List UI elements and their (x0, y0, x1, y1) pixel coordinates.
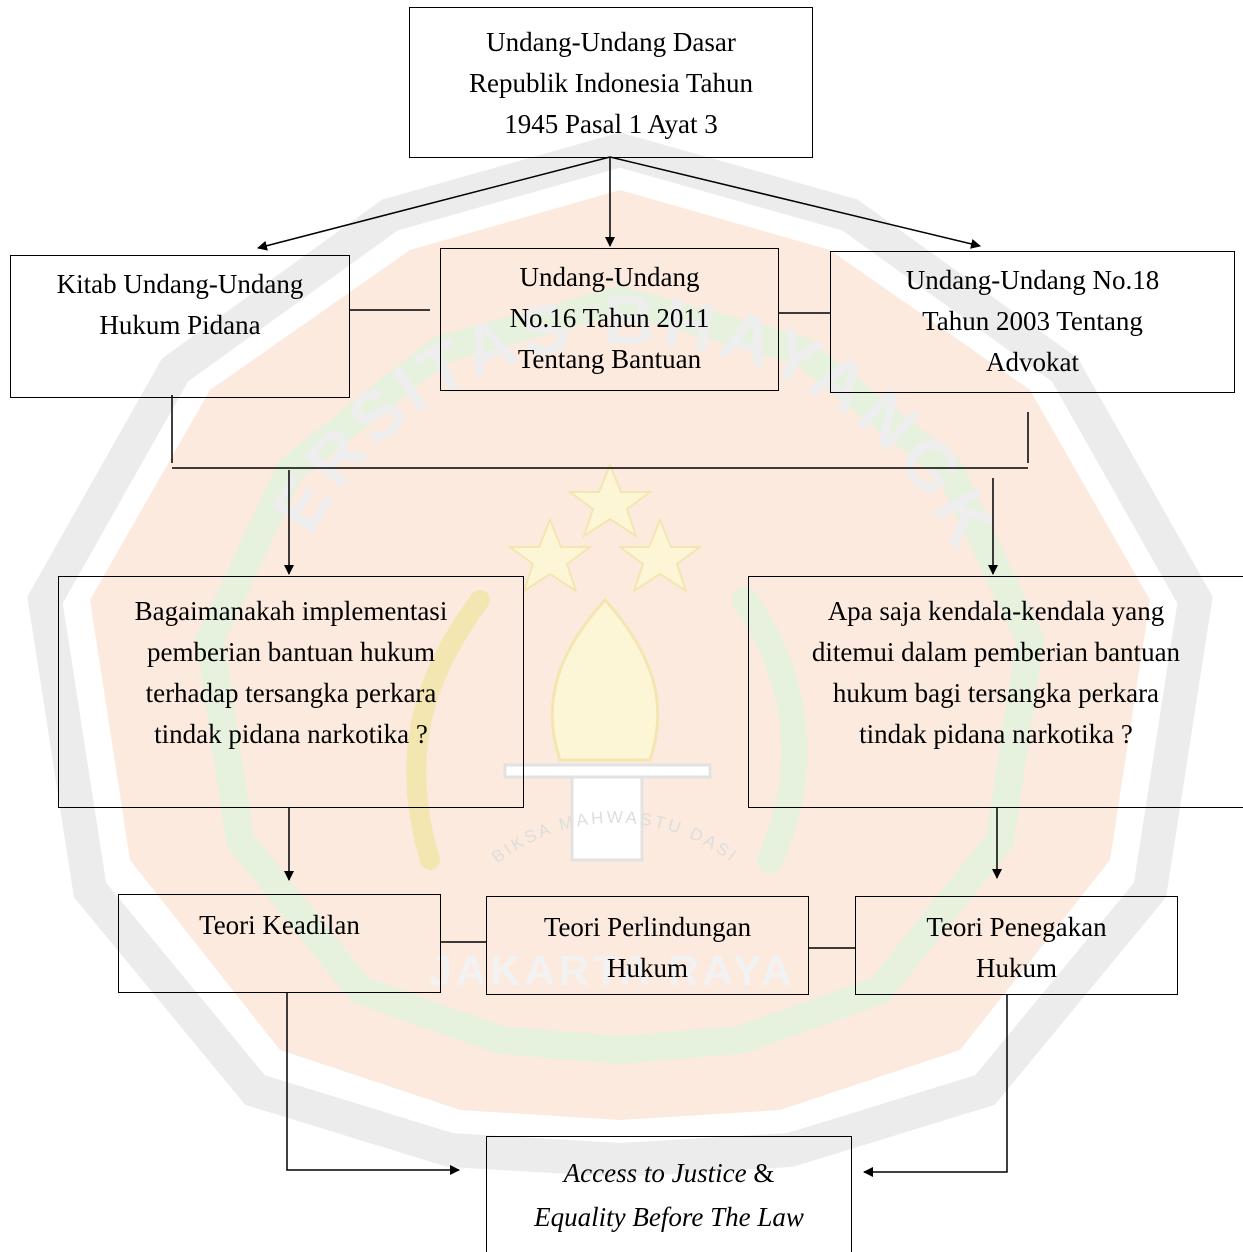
node-kuhp-text: Kitab Undang-Undang Hukum Pidana (56, 269, 304, 340)
node-teori-penegakan: Teori Penegakan Hukum (855, 896, 1178, 995)
watermark-flame (550, 597, 660, 762)
node-uu18-text: Undang-Undang No.18 Tahun 2003 Tentang A… (905, 265, 1160, 377)
node-question-implementation: Bagaimanakah implementasi pemberian bant… (58, 576, 524, 808)
arrow-penegakan-to-outcome (863, 995, 1008, 1177)
node-uu16-text: Undang-Undang No.16 Tahun 2011 Tentang B… (509, 262, 710, 374)
node-uu18: Undang-Undang No.18 Tahun 2003 Tentang A… (830, 251, 1235, 393)
node-outcome-text: Access to Justice & Equality Before The … (534, 1151, 804, 1239)
arrow-uud-to-kuhp (257, 156, 611, 251)
node-outcome: Access to Justice & Equality Before The … (486, 1136, 852, 1252)
node-question-obstacles-text: Apa saja kendala-kendala yang ditemui da… (811, 596, 1181, 749)
node-outcome-line1: Access to Justice & (563, 1157, 775, 1188)
watermark-star-top (566, 462, 654, 539)
node-outcome-line2: Equality Before The Law (534, 1201, 804, 1232)
node-teori-perlindungan-text: Teori Perlindungan Hukum (543, 912, 752, 983)
node-kuhp: Kitab Undang-Undang Hukum Pidana (10, 255, 350, 398)
arrow-keadilan-to-outcome (286, 993, 460, 1175)
node-uu16: Undang-Undang No.16 Tahun 2011 Tentang B… (440, 248, 779, 391)
node-question-implementation-text: Bagaimanakah implementasi pemberian bant… (134, 596, 448, 749)
watermark-motto: BIKSA MAHWASTU DASI (488, 808, 742, 867)
node-teori-penegakan-text: Teori Penegakan Hukum (926, 912, 1107, 983)
node-question-obstacles: Apa saja kendala-kendala yang ditemui da… (748, 576, 1243, 808)
arrow-uud-to-uu18 (609, 156, 981, 249)
watermark-torch (570, 768, 644, 862)
node-teori-keadilan: Teori Keadilan (118, 894, 441, 993)
node-uud-1945-text: Undang-Undang Dasar Republik Indonesia T… (468, 27, 754, 139)
watermark-torch-plate (503, 763, 712, 779)
node-teori-perlindungan: Teori Perlindungan Hukum (486, 896, 809, 995)
watermark-star-right (616, 517, 704, 594)
node-teori-keadilan-text: Teori Keadilan (199, 910, 360, 940)
node-uud-1945: Undang-Undang Dasar Republik Indonesia T… (409, 7, 813, 158)
